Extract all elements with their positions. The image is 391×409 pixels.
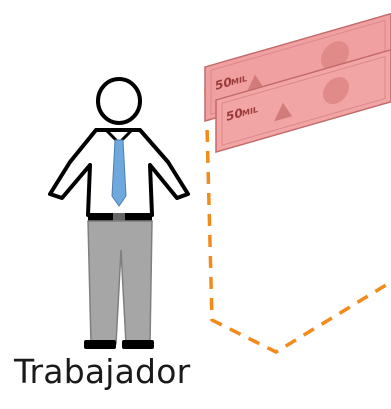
- banknote-front-word: MIL: [242, 104, 258, 118]
- worker-icon: [48, 77, 190, 349]
- worker-right-shoe: [122, 340, 154, 349]
- money-flow-path: [204, 87, 391, 354]
- worker-head: [96, 77, 142, 125]
- worker-pants: [87, 220, 153, 345]
- banknote-front: 50 MIL: [215, 48, 391, 153]
- worker-belt-buckle: [113, 213, 125, 221]
- banknote-back-denomination: 50: [215, 75, 232, 94]
- worker-left-shoe: [84, 340, 116, 349]
- banknote-icon: 50 MIL 50 MIL: [204, 12, 391, 153]
- worker-tie: [111, 139, 127, 207]
- banknote-back-word: MIL: [231, 73, 247, 87]
- worker-caption: Trabajador: [14, 352, 191, 391]
- banknote-front-denomination: 50: [226, 106, 243, 125]
